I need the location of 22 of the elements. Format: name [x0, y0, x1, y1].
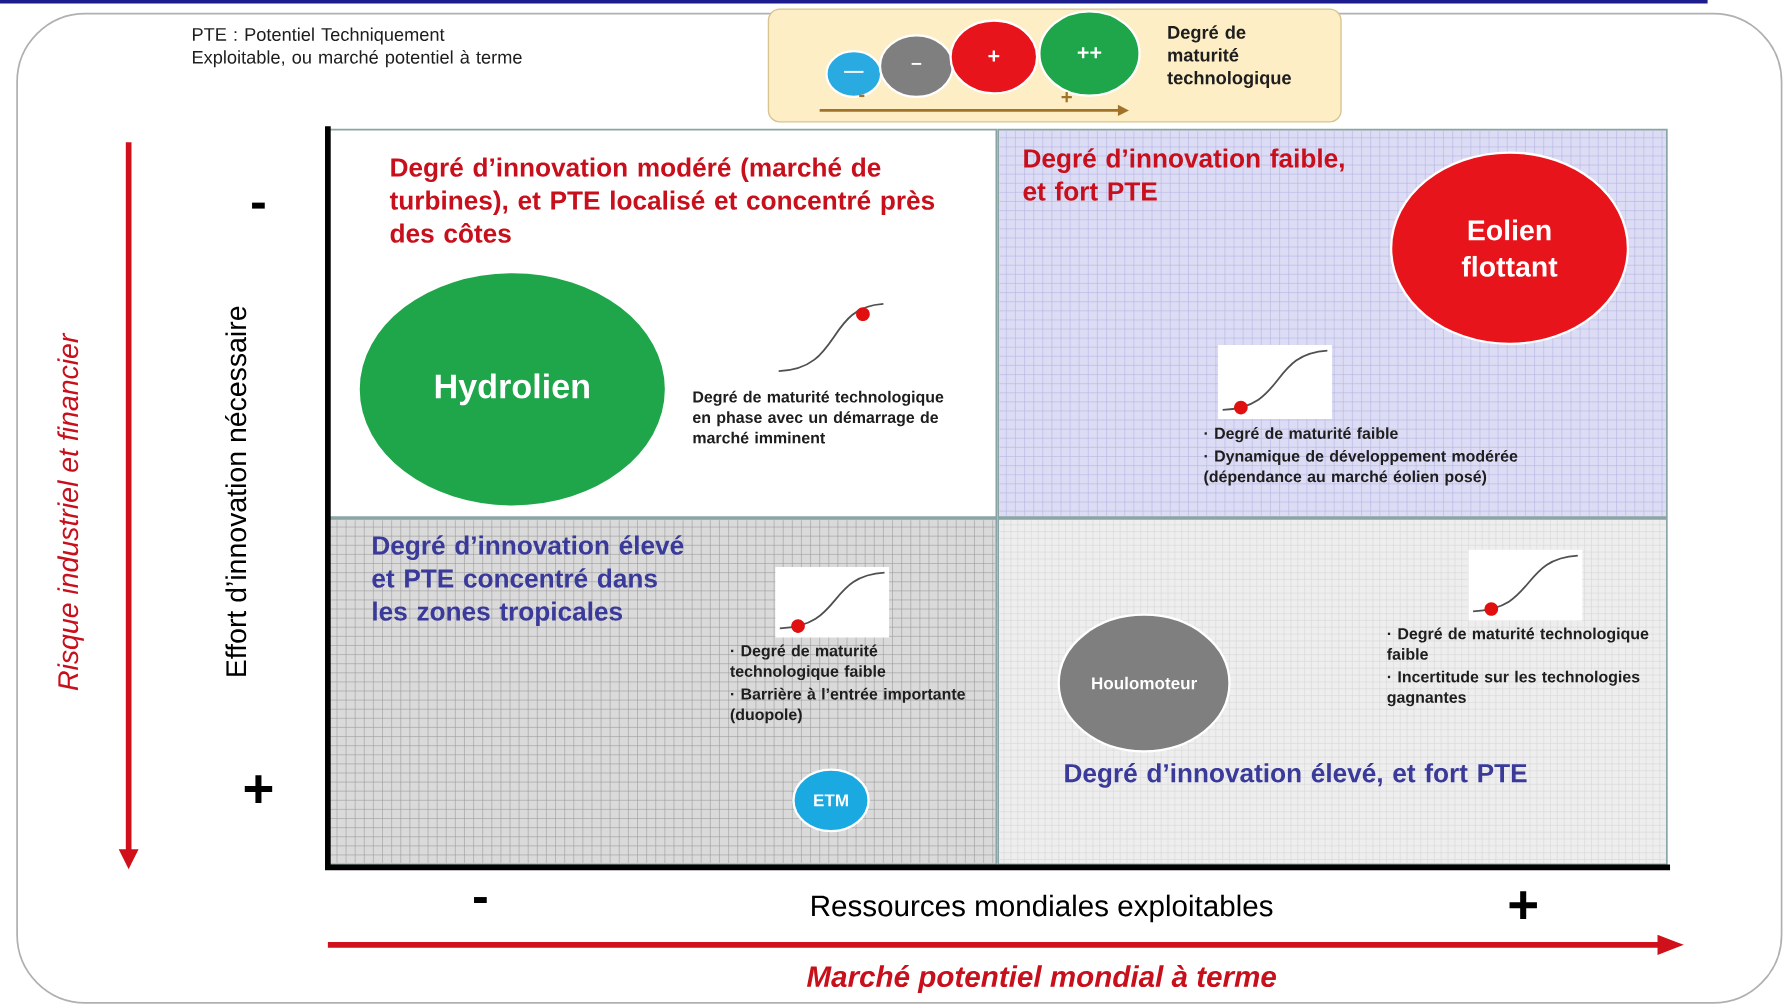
maturity-note: Degré de maturité technologique en phase avec un démarrage de marché imminent — [693, 390, 944, 444]
scale-sign: - — [859, 94, 865, 97]
axis-sign: + — [244, 775, 273, 803]
quadrant-heading: Degré d’innovation élevé et PTE concentré dans les zones tropicales — [372, 535, 684, 626]
quadrant-heading: Degré d’innovation faible, et fort PTE — [1023, 148, 1344, 201]
quadrant-heading: Degré d’innovation modéré (marché de turbines), et PTE localisé et concentré près des côtes — [389, 157, 935, 243]
axis-sign: - — [252, 202, 265, 209]
axis-sign: - — [474, 896, 487, 903]
maturity-note: · Incertitude sur les technologies gagnantes — [1387, 670, 1640, 706]
scale-title: Degré de maturité technologique — [1167, 25, 1291, 88]
axis-title: Ressources mondiales exploitables — [812, 894, 1273, 923]
axis-title: Marché potentiel mondial à terme — [806, 964, 1276, 993]
axis-sign: + — [1509, 891, 1537, 919]
definition-note: PTE : Potentiel Techniquement Exploitable, ou marché potentiel à terme — [193, 27, 522, 68]
maturity-note: · Degré de maturité technologique faible — [1387, 627, 1649, 660]
maturity-note: · Degré de maturité technologique faible — [730, 644, 886, 680]
quadrant-heading: Degré d’innovation élevé, et fort PTE — [1065, 762, 1527, 788]
axis-title: Effort d’innovation nécessaire — [225, 306, 247, 676]
maturity-note: · Degré de maturité faible — [1204, 426, 1398, 443]
maturity-note: · Dynamique de développement modérée (dépendance au marché éolien posé) — [1204, 449, 1518, 486]
maturity-note: · Barrière à l’entrée importante (duopole) — [730, 687, 965, 724]
axis-title: Risque industriel et financier — [57, 332, 84, 690]
